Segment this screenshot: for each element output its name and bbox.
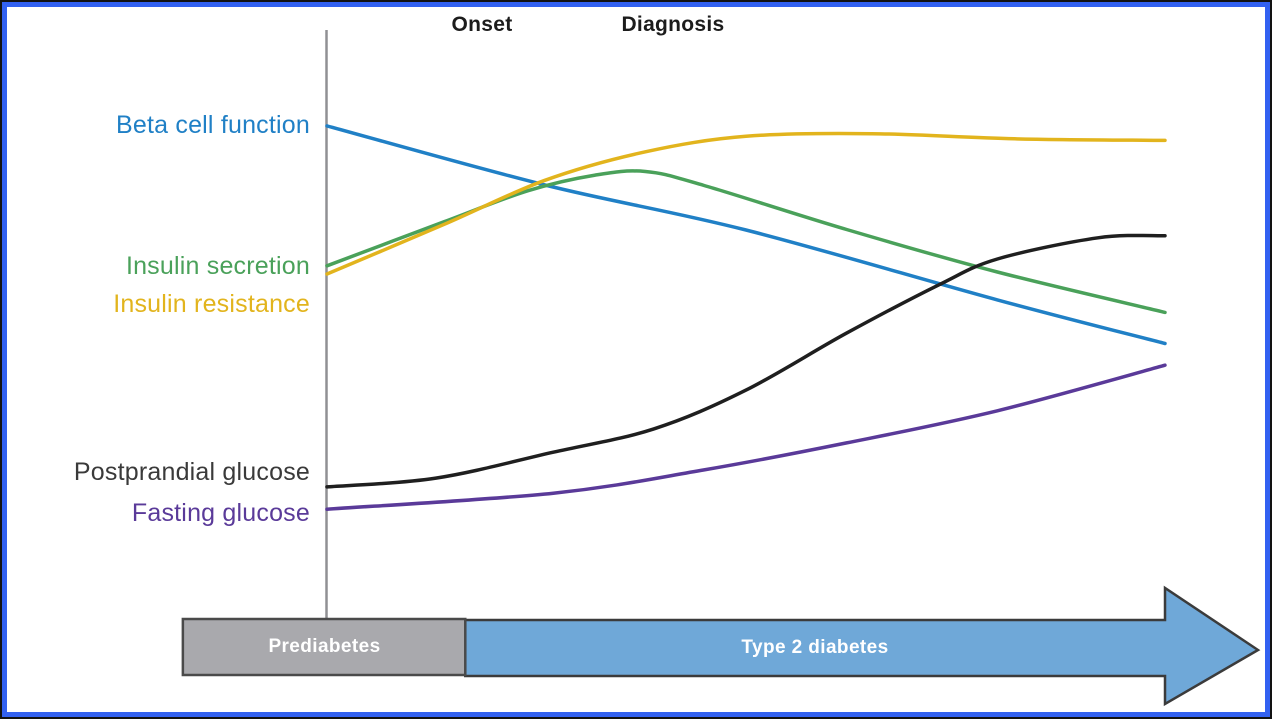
curve-insulin-resistance	[325, 131, 1167, 276]
diabetes-progression-chart	[181, 30, 1261, 707]
curve-insulin-secretion	[325, 169, 1167, 315]
series-label-beta-cell-function: Beta cell function	[116, 111, 310, 139]
prediabetes-box	[181, 617, 467, 677]
timeline-arrow-group	[181, 585, 1261, 707]
curves-group	[325, 124, 1167, 511]
curve-beta-cell-function	[325, 124, 1167, 346]
onset-label: Onset	[451, 13, 513, 36]
type-2-diabetes-arrow	[464, 585, 1261, 707]
series-label-fasting-glucose: Fasting glucose	[131, 499, 310, 527]
plot-layer: Onset Diagnosis Beta cell function Insul…	[7, 7, 1265, 712]
series-label-postprandial-glucose: Postprandial glucose	[73, 458, 310, 486]
diagnosis-label: Diagnosis	[621, 13, 725, 36]
curve-fasting-glucose	[325, 363, 1167, 511]
curve-postprandial-glucose	[325, 233, 1167, 489]
series-label-insulin-resistance: Insulin resistance	[113, 290, 310, 318]
series-label-insulin-secretion: Insulin secretion	[125, 252, 310, 280]
figure-canvas: Onset Diagnosis Beta cell function Insul…	[7, 7, 1265, 712]
